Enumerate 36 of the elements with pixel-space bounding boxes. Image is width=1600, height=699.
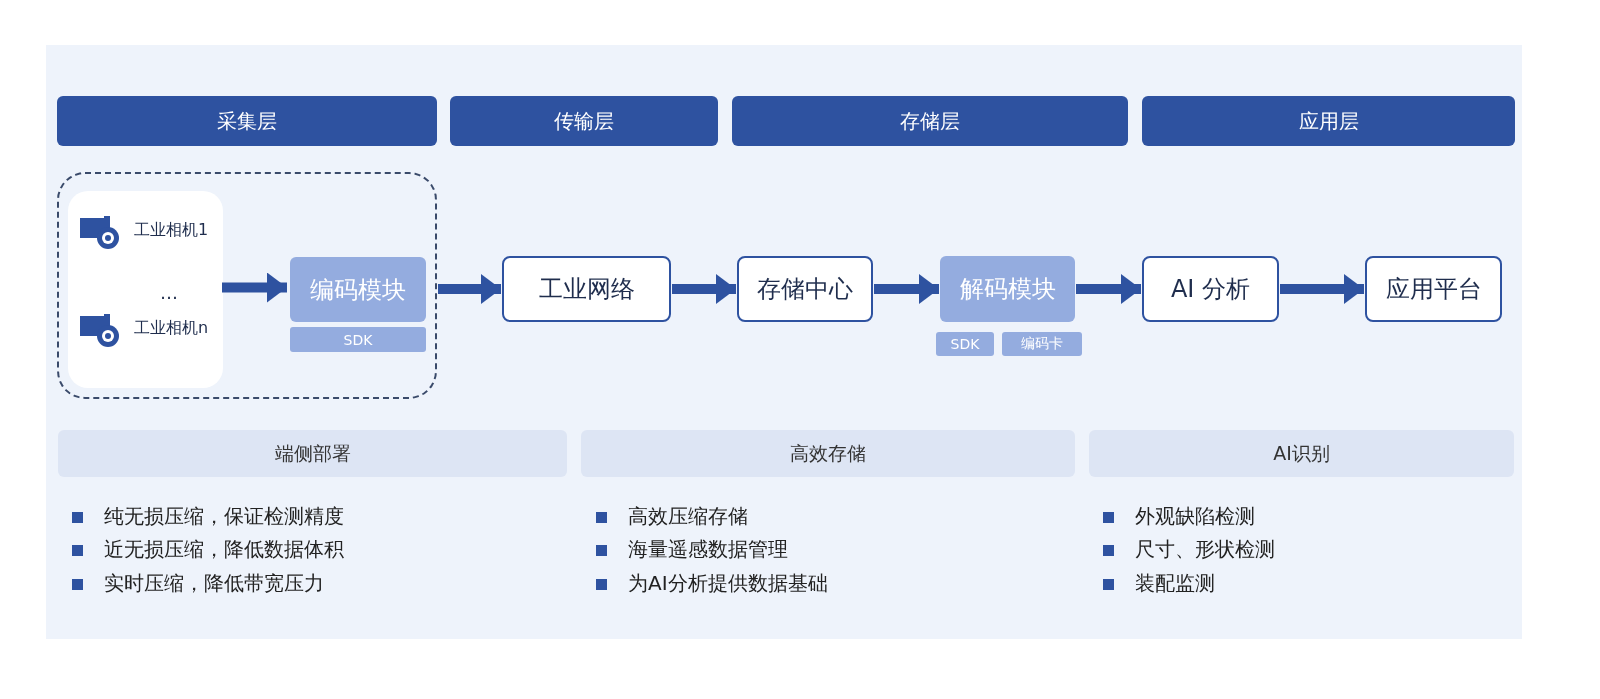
camera-panel [68, 191, 223, 388]
tag-box: SDK [936, 332, 994, 356]
section-band: 高效存储 [581, 430, 1075, 477]
layer-header: 应用层 [1142, 96, 1515, 146]
process-box: AI 分析 [1142, 256, 1279, 322]
layer-header: 传输层 [450, 96, 718, 146]
ellipsis-text: … [160, 282, 178, 303]
bullet-text: 高效压缩存储 [628, 503, 748, 530]
dashed-group [57, 172, 437, 399]
arrow [1076, 274, 1141, 304]
section-band: AI识别 [1089, 430, 1514, 477]
bullet-text: 纯无损压缩，保证检测精度 [104, 503, 344, 530]
process-box: 工业网络 [502, 256, 671, 322]
arrow [222, 272, 287, 303]
module-box: 编码模块 [290, 257, 426, 322]
bullet-text: 外观缺陷检测 [1135, 503, 1255, 530]
bullet-text: 海量遥感数据管理 [628, 536, 788, 563]
bullet-text: 为AI分析提供数据基础 [628, 570, 828, 597]
bullet-text: 近无损压缩，降低数据体积 [104, 536, 344, 563]
arrow [438, 274, 501, 304]
arrow [1280, 274, 1364, 304]
tag-box: 编码卡 [1002, 332, 1082, 356]
section-band: 端侧部署 [58, 430, 567, 477]
bullet-text: 尺寸、形状检测 [1135, 536, 1275, 563]
tag-box: SDK [290, 327, 426, 352]
arrow [874, 274, 939, 304]
layer-header: 采集层 [57, 96, 437, 146]
module-box: 解码模块 [940, 256, 1075, 322]
bullet-text: 装配监测 [1135, 570, 1215, 597]
process-box: 应用平台 [1365, 256, 1502, 322]
layer-header: 存储层 [732, 96, 1128, 146]
bullet-text: 实时压缩，降低带宽压力 [104, 570, 324, 597]
process-box: 存储中心 [737, 256, 873, 322]
arrow [672, 274, 736, 304]
camera-label: 工业相机1 [134, 220, 209, 241]
camera-label: 工业相机n [134, 318, 209, 339]
